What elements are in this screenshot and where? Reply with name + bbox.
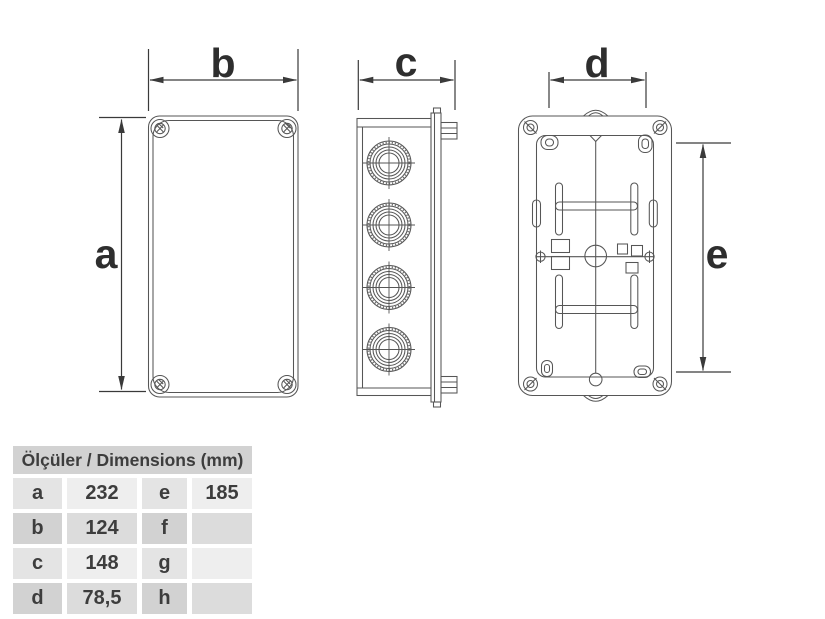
front-view-drawing: [147, 115, 299, 398]
knockout-3: [363, 261, 415, 314]
back-view-drawing: [517, 109, 673, 402]
side-lid-strip: [430, 112, 442, 403]
knockout-1: [363, 137, 415, 189]
dim-label-a: a: [95, 231, 119, 277]
dim-c-extension-lines: [357, 60, 456, 110]
dim-key-a: a: [13, 478, 62, 509]
dim-key-c: c: [13, 548, 62, 579]
dim-label-e: e: [706, 231, 729, 277]
back-screw-bottom-left: [522, 376, 539, 392]
dimensions-table: Ölçüler / Dimensions (mm) a 232 e 185 b …: [13, 446, 252, 614]
dim-label-b: b: [210, 40, 235, 86]
bottom-knockout-bump: [583, 395, 609, 402]
dim-label-c: c: [395, 39, 418, 85]
dim-key-b: b: [13, 513, 62, 544]
center-hole: [584, 244, 608, 268]
dim-key-g: g: [142, 548, 187, 579]
dim-e-extension-lines: [676, 142, 731, 373]
side-body: [356, 117, 432, 397]
back-corner-screws: [522, 119, 668, 392]
lid-clip-bottom: [440, 375, 458, 394]
center-detail-blocks: [550, 238, 644, 274]
upper-rib-frame: [554, 182, 639, 236]
dim-value-g: [192, 548, 252, 579]
side-center-marks: [535, 250, 655, 263]
dim-value-b: 124: [67, 513, 137, 544]
knockout-2: [363, 199, 415, 251]
dim-d-extension-lines: [548, 72, 647, 108]
top-center-chevron: [589, 135, 602, 143]
back-screw-top-left: [522, 119, 539, 136]
screw-bottom-right: [277, 374, 297, 395]
dim-a-extension-lines: [99, 116, 146, 393]
dim-b-extension-lines: [147, 49, 299, 111]
table-header: Ölçüler / Dimensions (mm): [13, 446, 252, 474]
lid-clip-top: [440, 121, 458, 140]
side-lid-tab-top: [432, 107, 442, 114]
dim-key-f: f: [142, 513, 187, 544]
dim-value-f: [192, 513, 252, 544]
corner-screws: [150, 118, 297, 395]
dim-key-h: h: [142, 583, 187, 614]
dim-label-d: d: [584, 40, 609, 86]
front-lid-inner-line: [152, 119, 295, 394]
bottom-center-hole: [588, 372, 603, 387]
lower-rib-frame: [554, 274, 639, 330]
back-screw-bottom-right: [652, 376, 668, 392]
back-outer-body: [517, 115, 673, 397]
dim-value-c: 148: [67, 548, 137, 579]
dim-key-e: e: [142, 478, 187, 509]
top-knockout-bump: [583, 109, 609, 117]
dim-value-d: 78,5: [67, 583, 137, 614]
back-screw-top-right: [652, 119, 668, 136]
right-wall-notch: [648, 199, 658, 228]
screw-top-left: [150, 118, 170, 139]
screw-bottom-left: [150, 374, 170, 395]
mounting-slots: [540, 134, 653, 379]
dim-key-d: d: [13, 583, 62, 614]
side-body-inner-lines: [357, 126, 431, 389]
front-outer-body: [147, 115, 299, 398]
cable-knockouts: [363, 137, 415, 376]
left-wall-notch: [531, 199, 542, 228]
dim-value-h: [192, 583, 252, 614]
screw-top-right: [277, 118, 297, 139]
technical-drawing: b a c d e: [95, 39, 731, 408]
dim-value-a: 232: [67, 478, 137, 509]
side-view-drawing: [356, 107, 458, 408]
dimension-lines: [99, 49, 731, 393]
dim-value-e: 185: [192, 478, 252, 509]
side-lid-tab-bottom: [432, 401, 442, 408]
knockout-4: [363, 323, 415, 376]
